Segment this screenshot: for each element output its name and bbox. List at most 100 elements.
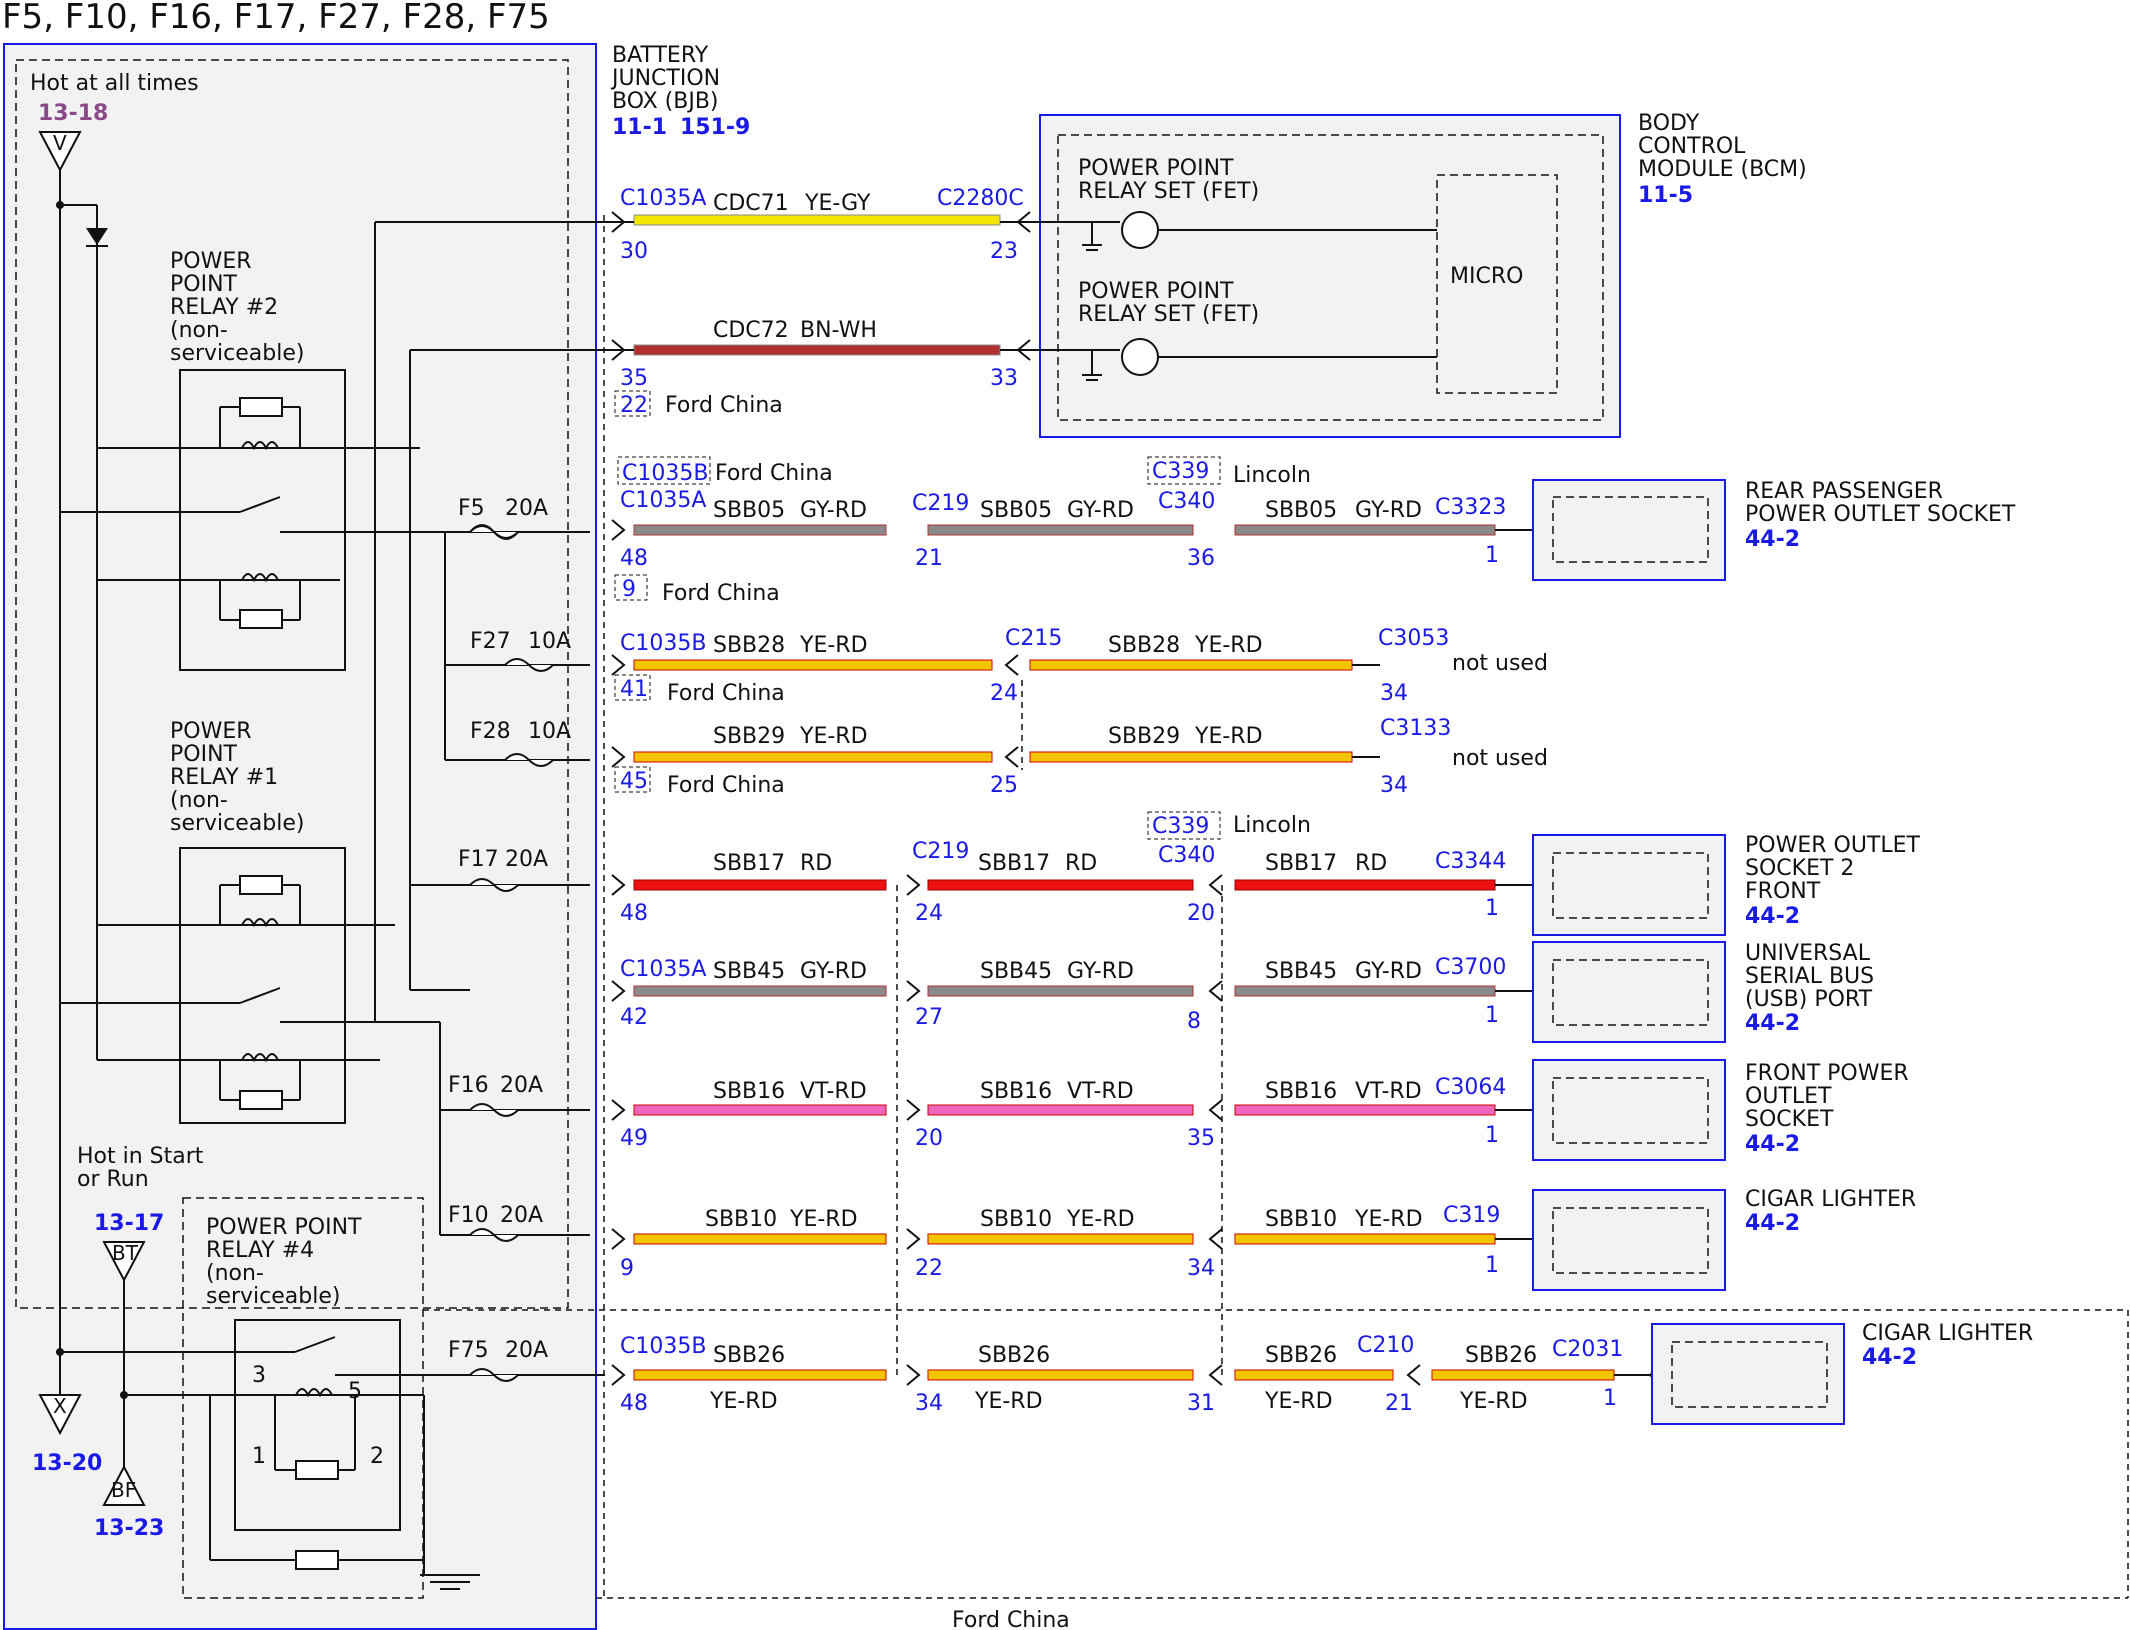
junction-dot — [56, 1348, 64, 1356]
pin-22: 22 — [915, 1256, 943, 1281]
fuse-f27-amps: 10A — [528, 629, 571, 654]
circuit-sbb16: SBB16 — [980, 1079, 1052, 1104]
relay4-label-3: (non- — [206, 1261, 264, 1286]
pin-1: 1 — [1485, 1003, 1499, 1028]
color-sbb05: GY-RD — [1067, 498, 1134, 523]
conn-c1035b: C1035B — [620, 631, 706, 656]
load-front-1: FRONT POWER — [1745, 1061, 1909, 1086]
pin-9: 9 — [620, 1256, 634, 1281]
color-sbb05: GY-RD — [1355, 498, 1422, 523]
load-front-2: OUTLET — [1745, 1084, 1832, 1109]
load-socket2-ref: 44-2 — [1745, 904, 1800, 929]
ref-13-23: 13-23 — [94, 1516, 164, 1541]
conn-c2031: C2031 — [1552, 1337, 1623, 1362]
circuit-sbb45: SBB45 — [1265, 959, 1337, 984]
ref-13-17: 13-17 — [94, 1211, 164, 1236]
color-sbb26: YE-RD — [974, 1389, 1043, 1414]
v-label: V — [53, 131, 67, 155]
circuit-sbb26: SBB26 — [713, 1343, 785, 1368]
circuit-cdc72: CDC72 — [713, 318, 789, 343]
alt-pin-22: 22 — [620, 393, 648, 418]
relay4-label-1: POWER POINT — [206, 1215, 362, 1240]
conn-c219: C219 — [912, 491, 969, 516]
color-sbb28: YE-RD — [799, 633, 868, 658]
pin-23: 23 — [990, 239, 1018, 264]
conn-c3323: C3323 — [1435, 495, 1506, 520]
relay1-coil-icon — [60, 875, 440, 1110]
color-sbb45: GY-RD — [1067, 959, 1134, 984]
circuit-sbb29: SBB29 — [1108, 724, 1180, 749]
pin-21: 21 — [915, 546, 943, 571]
note-ford-china-bottom: Ford China — [952, 1608, 1070, 1630]
relay2-label-4: (non- — [170, 318, 228, 343]
conn-c319: C319 — [1443, 1203, 1500, 1228]
bcm-label-3: MODULE (BCM) — [1638, 157, 1807, 182]
fet1-label-1: POWER POINT — [1078, 156, 1234, 181]
conn-c3344: C3344 — [1435, 849, 1506, 874]
relay4-pin-3: 3 — [252, 1363, 266, 1388]
pin-31: 31 — [1187, 1391, 1215, 1416]
color-sbb16: VT-RD — [1067, 1079, 1134, 1104]
pin-24: 24 — [915, 901, 943, 926]
circuit-sbb17: SBB17 — [713, 851, 785, 876]
conn-c210: C210 — [1357, 1333, 1414, 1358]
fuse-f10-amps: 20A — [500, 1203, 543, 1228]
color-sbb17: RD — [800, 851, 832, 876]
pin-25: 25 — [990, 773, 1018, 798]
load-rear-ref: 44-2 — [1745, 527, 1800, 552]
bcm-label-2: CONTROL — [1638, 134, 1746, 159]
alt-pin-box — [614, 674, 651, 701]
circuit-sbb17: SBB17 — [978, 851, 1050, 876]
bjb-inner-dashed — [15, 59, 569, 1309]
pin-1: 1 — [1603, 1386, 1617, 1411]
conn-c215: C215 — [1005, 626, 1062, 651]
hot-in-start-2: or Run — [77, 1167, 149, 1192]
bcm-ref: 11-5 — [1638, 183, 1693, 208]
conn-c1035b: C1035B — [620, 1334, 706, 1359]
circuit-cdc71: CDC71 — [713, 191, 789, 216]
circuit-sbb26: SBB26 — [1465, 1343, 1537, 1368]
bjb-box — [3, 43, 597, 1630]
relay1-label-2: POINT — [170, 742, 238, 767]
bt-triangle-icon — [102, 1241, 146, 1283]
alt-pin-box — [614, 574, 648, 601]
circuit-sbb10: SBB10 — [980, 1207, 1052, 1232]
alt-conn-box — [1147, 811, 1221, 840]
relay2-label-1: POWER — [170, 249, 252, 274]
alt-pin-box — [614, 766, 651, 793]
load-usb-1: UNIVERSAL — [1745, 941, 1871, 966]
note-not-used: not used — [1452, 651, 1548, 676]
color-sbb16: VT-RD — [800, 1079, 867, 1104]
conn-c1035a: C1035A — [620, 957, 706, 982]
pin-48: 48 — [620, 901, 648, 926]
pin-24: 24 — [990, 681, 1018, 706]
alt-pin-box — [614, 390, 651, 417]
circuit-sbb17: SBB17 — [1265, 851, 1337, 876]
bjb-label-2: JUNCTION — [610, 66, 720, 91]
pin-1: 1 — [1485, 896, 1499, 921]
pin-20: 20 — [915, 1126, 943, 1151]
load-rear-2: POWER OUTLET SOCKET — [1745, 502, 2016, 527]
pin-48: 48 — [620, 546, 648, 571]
relay2-label-3: RELAY #2 — [170, 295, 278, 320]
load-socket2-2: SOCKET 2 — [1745, 856, 1854, 881]
note-ford-china: Ford China — [665, 393, 783, 418]
dashed-connector-lines — [423, 215, 2129, 1600]
conn-c339: C339 — [1152, 459, 1209, 484]
circuit-sbb28: SBB28 — [713, 633, 785, 658]
circuit-sbb05: SBB05 — [1265, 498, 1337, 523]
fet2-label-2: RELAY SET (FET) — [1078, 302, 1259, 327]
relay1-label-4: (non- — [170, 788, 228, 813]
pin-35: 35 — [620, 366, 648, 391]
note-lincoln: Lincoln — [1233, 813, 1311, 838]
color-sbb17: RD — [1065, 851, 1097, 876]
circuit-sbb45: SBB45 — [980, 959, 1052, 984]
color-sbb10: YE-RD — [1066, 1207, 1135, 1232]
pin-33: 33 — [990, 366, 1018, 391]
conn-c3700: C3700 — [1435, 955, 1506, 980]
load-socket2-1: POWER OUTLET — [1745, 833, 1921, 858]
circuit-sbb29: SBB29 — [713, 724, 785, 749]
load-cigar-1: CIGAR LIGHTER — [1745, 1187, 1916, 1212]
ref-13-20: 13-20 — [32, 1451, 102, 1476]
